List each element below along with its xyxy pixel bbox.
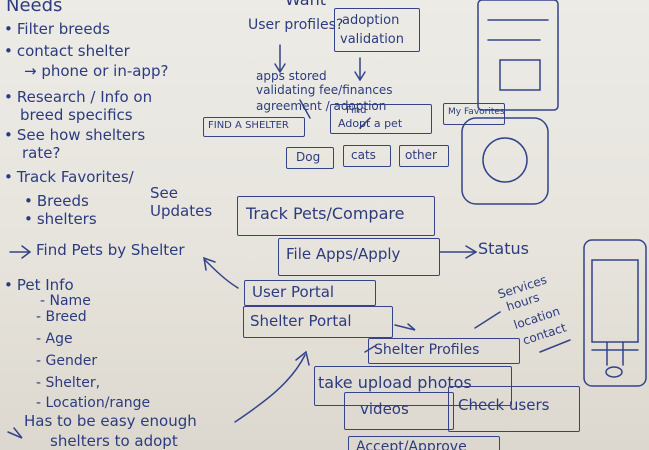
need-fav-shelters: shelters — [24, 212, 97, 227]
need-fav-breeds: Breeds — [24, 194, 89, 209]
need-easy-adopt-cont: shelters to adopt — [50, 432, 178, 450]
pet-info-age: - Age — [36, 331, 73, 347]
need-updates: Updates — [150, 202, 213, 220]
need-track-favorites: Track Favorites/ — [4, 170, 134, 185]
file-apps-label: File Apps/Apply — [286, 245, 401, 263]
adoption-label: adoption — [342, 13, 400, 28]
adopt-pet-label: Adopt a pet — [338, 117, 403, 130]
cats-label: cats — [351, 148, 376, 162]
find-shelter-box[interactable] — [203, 117, 305, 137]
pet-info-location: - Location/range — [36, 395, 151, 411]
need-easy-adopt: Has to be easy enough — [24, 412, 197, 430]
arrow-has-to-be — [234, 350, 310, 423]
validation-label: validation — [340, 32, 405, 47]
want-agreement: agreement / adoption — [256, 99, 387, 113]
my-favorites-label: My Favorites — [448, 107, 505, 117]
pet-info-gender: - Gender — [36, 353, 98, 369]
need-research-breed: breed specifics — [20, 106, 133, 124]
dog-box[interactable] — [286, 147, 334, 169]
other-box[interactable] — [399, 145, 449, 167]
arrow-down-validating — [354, 57, 366, 82]
videos-box[interactable] — [344, 392, 454, 430]
my-favorites-box[interactable] — [443, 103, 505, 125]
need-find-pets-by-shelter: Find Pets by Shelter — [36, 241, 185, 259]
arrow-shelter-profiles — [394, 323, 416, 331]
pet-info-shelter: - Shelter, — [36, 375, 101, 391]
find-shelter-label: FIND A SHELTER — [208, 120, 289, 131]
wireframe-card — [461, 117, 549, 205]
check-users-box[interactable] — [448, 386, 580, 432]
videos-label: videos — [360, 400, 409, 418]
accept-label: Accept/Approve — [356, 439, 467, 450]
need-research: Research / Info on — [4, 90, 152, 105]
shelter-profiles-label: Shelter Profiles — [374, 342, 480, 358]
phone-sketch-top — [477, 0, 559, 111]
dog-label: Dog — [296, 150, 321, 164]
track-pets-box[interactable] — [237, 196, 435, 236]
want-user-profiles: User profiles? — [248, 17, 344, 33]
need-shelter-rating: See how shelters — [4, 128, 145, 143]
pet-info-name: - Name — [40, 293, 91, 309]
find-pet-box[interactable] — [330, 104, 432, 134]
other-label: other — [405, 148, 437, 162]
arrow-status — [439, 245, 478, 259]
need-see: See — [150, 184, 178, 202]
pet-info-breed: - Breed — [36, 309, 87, 325]
arrow-to-find-pets — [203, 256, 239, 289]
want-apps-stored: apps stored — [256, 69, 327, 83]
arrow-find-pets — [9, 245, 32, 259]
want-heading: Want — [285, 0, 326, 8]
phone-sketch-bottom — [583, 239, 647, 387]
user-portal-label: User Portal — [252, 283, 335, 301]
track-pets-label: Track Pets/Compare — [246, 204, 405, 223]
upload-photos-label: take upload photos — [318, 373, 472, 392]
need-shelter-rating-cont: rate? — [22, 144, 61, 162]
adoption-validation-box — [334, 8, 420, 52]
user-portal-box[interactable] — [244, 280, 376, 306]
shelter-portal-box[interactable] — [243, 306, 393, 338]
cats-box[interactable] — [343, 145, 391, 167]
check-users-label: Check users — [458, 396, 550, 414]
shelter-profiles-box[interactable] — [368, 338, 520, 364]
need-contact-method: → phone or in-app? — [24, 62, 169, 80]
status-label: Status — [478, 239, 529, 258]
find-label: Find — [346, 105, 367, 116]
accept-box[interactable] — [348, 436, 500, 450]
want-validating: validating fee/finances — [256, 83, 393, 97]
need-pet-info: Pet Info — [4, 278, 74, 293]
needs-heading: Needs — [6, 0, 63, 16]
arrow-down-apps — [274, 44, 286, 74]
need-filter-breeds: Filter breeds — [4, 22, 110, 37]
file-apps-box[interactable] — [278, 238, 440, 276]
shelter-portal-label: Shelter Portal — [250, 312, 352, 330]
need-contact-shelter: contact shelter — [4, 44, 130, 59]
